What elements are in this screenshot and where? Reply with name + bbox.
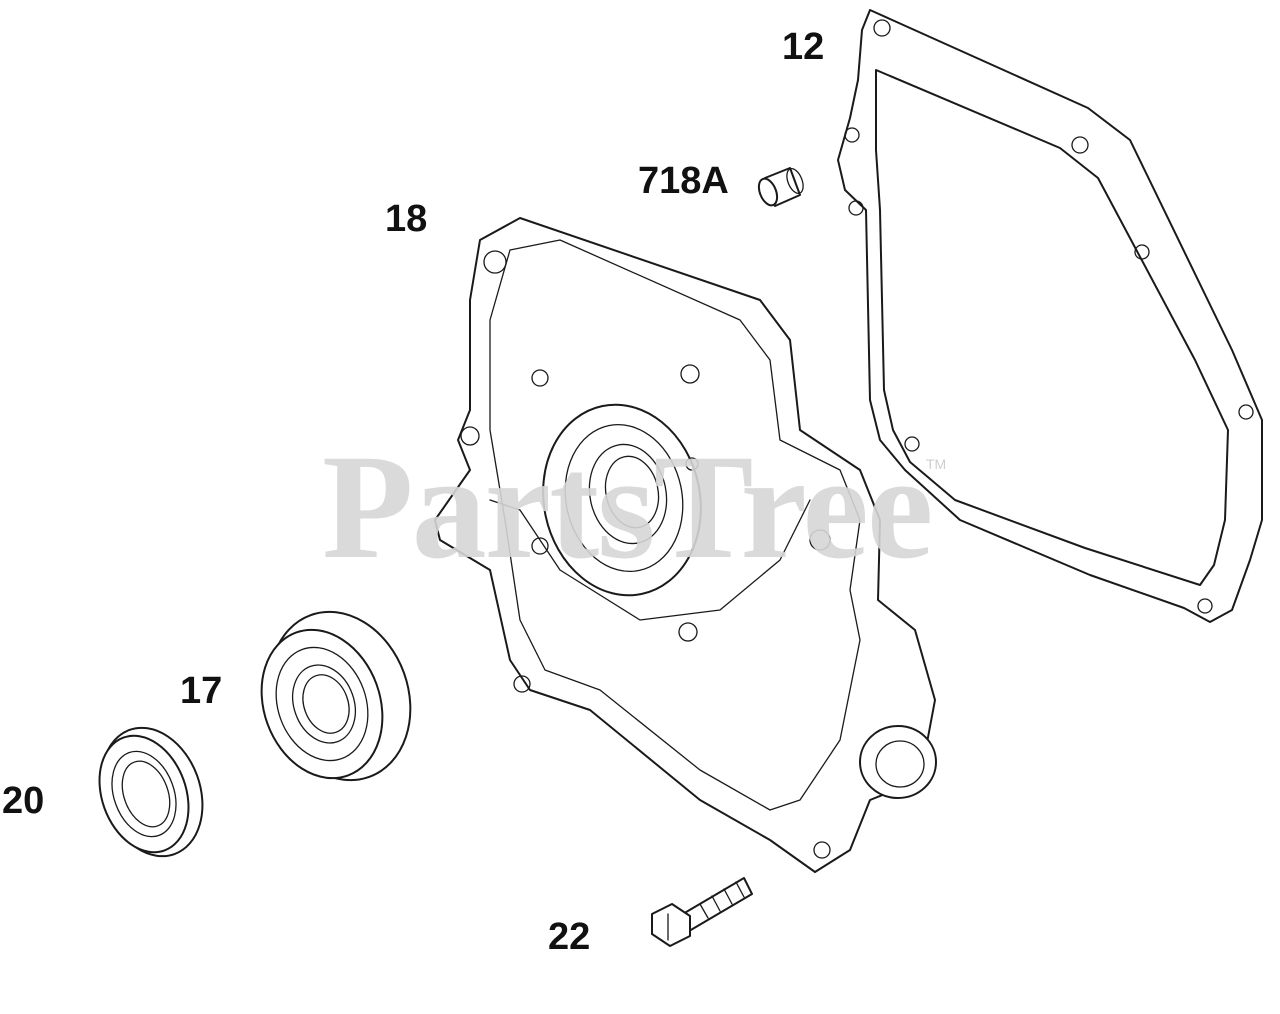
oil-seal-part[interactable] [84,714,220,871]
gasket-part[interactable] [837,9,1263,623]
callout-20[interactable]: 20 [2,780,45,822]
watermark-trademark: TM [926,456,947,472]
bearing-part[interactable] [242,592,434,800]
dowel-pin-part[interactable] [755,166,806,208]
callout-718a[interactable]: 718A [638,160,729,202]
callout-12[interactable]: 12 [782,26,825,68]
callout-22[interactable]: 22 [548,916,591,958]
callout-17[interactable]: 17 [180,670,223,712]
callout-18[interactable]: 18 [385,198,428,240]
crankcase-cover-part[interactable] [434,217,937,873]
screw-part[interactable] [651,877,753,947]
